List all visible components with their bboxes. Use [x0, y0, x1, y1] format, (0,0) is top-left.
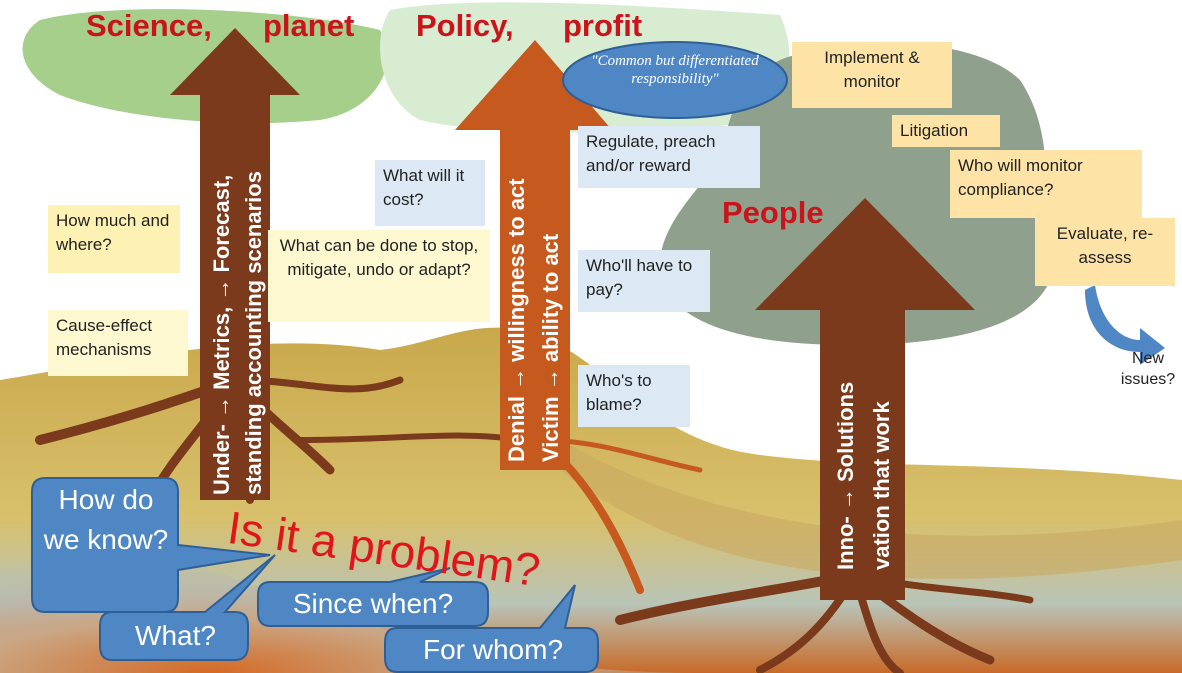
- bubble-what: What?: [135, 620, 216, 651]
- bubble-since-when: Since when?: [292, 588, 454, 619]
- quote-ellipse: [562, 41, 788, 119]
- note-who-pay: Who'll have to pay?: [578, 250, 710, 312]
- note-evaluate: Evaluate, re-assess: [1035, 218, 1175, 286]
- note-what-will-cost: What will it cost?: [375, 160, 485, 226]
- heading-planet: planet: [263, 8, 355, 43]
- middle-arrow: [455, 40, 612, 470]
- note-how-much: How much and where?: [48, 205, 180, 273]
- what-bubble-shape: [99, 554, 276, 661]
- bubble-how-know: How do we know?: [43, 484, 169, 555]
- speech-bubbles: [31, 477, 599, 673]
- note-new-issues: New issues?: [1120, 350, 1176, 388]
- heading-people: People: [722, 195, 824, 230]
- note-what-can-be-done: What can be done to stop, mitigate, undo…: [268, 230, 490, 322]
- heading-science: Science,: [86, 8, 212, 43]
- heading-profit: profit: [563, 8, 643, 43]
- middle-arrow-line1: Denial → willingness to act: [504, 178, 529, 462]
- note-litigation: Litigation: [892, 115, 1000, 147]
- note-who-blame: Who's to blame?: [578, 365, 690, 427]
- heading-policy: Policy,: [416, 8, 514, 43]
- curved-arrow: [1085, 285, 1165, 365]
- for-whom-bubble-shape: [384, 584, 599, 673]
- note-cause-effect: Cause-effect mechanisms: [48, 310, 188, 376]
- left-arrow-line2: standing accounting scenarios: [241, 171, 266, 495]
- right-arrow: [755, 198, 975, 600]
- since-when-bubble-shape: [257, 567, 489, 627]
- ellipse-quote: "Common but differentiated responsibilit…: [591, 53, 759, 87]
- left-arrow: [170, 28, 300, 500]
- left-arrow-line1: Under- → Metrics, → Forecast,: [209, 174, 234, 495]
- right-arrow-line1: Inno- → Solutions: [833, 381, 858, 570]
- note-who-monitor: Who will monitor compliance?: [950, 150, 1142, 218]
- hill-right: [560, 440, 1182, 580]
- bubble-for-whom: For whom?: [422, 634, 564, 665]
- note-implement: Implement & monitor: [792, 42, 952, 108]
- middle-arrow-line2: Victim → ability to act: [538, 233, 563, 462]
- right-arrow-line2: vation that work: [869, 401, 894, 570]
- note-regulate: Regulate, preach and/or reward: [578, 126, 760, 188]
